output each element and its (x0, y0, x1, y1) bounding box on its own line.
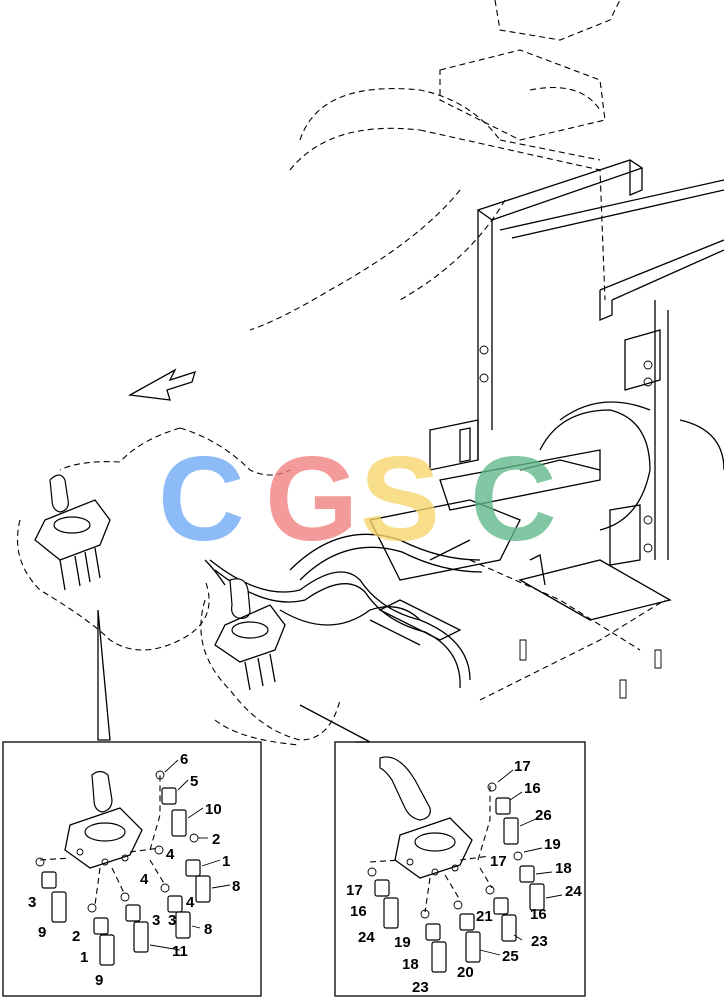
right-callout-leaders (479, 769, 563, 956)
callout-number: 17 (346, 882, 363, 899)
right-detail-drawing (367, 756, 545, 973)
left-joystick (34, 474, 111, 591)
right-callouts: 17 16 26 19 17 18 17 24 16 21 16 24 23 19 25 18 20 23 (346, 758, 582, 996)
callout-number: 8 (232, 878, 240, 895)
left-detail-drawing (35, 770, 211, 966)
callout-number: 10 (205, 801, 222, 818)
callout-number: 24 (358, 929, 375, 946)
callout-number: 18 (402, 956, 419, 973)
callout-number: 9 (38, 924, 46, 941)
callout-number: 18 (555, 860, 572, 877)
right-joystick (204, 559, 286, 691)
callout-number: 16 (350, 903, 367, 920)
callout-number: 3 (152, 912, 160, 929)
callout-number: 2 (212, 831, 220, 848)
right-detail-box (334, 741, 586, 997)
callout-number: 4 (186, 894, 195, 911)
callout-number: 3 (168, 912, 176, 929)
watermark-letter: C (158, 432, 245, 566)
callout-number: 17 (514, 758, 531, 775)
callout-number: 23 (412, 979, 429, 996)
watermark-letter: S (360, 432, 440, 566)
left-detail-box (2, 741, 262, 997)
console-outline (16, 427, 341, 746)
watermark-letter: C (470, 432, 557, 566)
callout-number: 11 (172, 943, 188, 960)
watermark-letter: G (265, 432, 358, 566)
callout-number: 5 (190, 773, 198, 790)
callout-number: 20 (457, 964, 474, 981)
callout-number: 4 (140, 871, 149, 888)
callout-number: 16 (530, 906, 547, 923)
left-callout-leaders (149, 759, 231, 951)
machine-body-outline (127, 0, 724, 701)
callout-number: 3 (28, 894, 36, 911)
callout-number: 21 (476, 908, 493, 925)
right-leader (299, 704, 371, 743)
left-leader (97, 609, 111, 741)
callout-number: 23 (531, 933, 548, 950)
callout-number: 19 (544, 836, 561, 853)
callout-number: 6 (180, 751, 188, 768)
callout-number: 24 (565, 883, 582, 900)
callout-number: 17 (490, 853, 507, 870)
callout-number: 26 (535, 807, 552, 824)
callout-number: 25 (502, 948, 519, 965)
callout-number: 1 (222, 853, 230, 870)
callout-number: 9 (95, 972, 103, 989)
callout-number: 8 (204, 921, 212, 938)
callout-number: 4 (166, 846, 175, 863)
callout-number: 16 (524, 780, 541, 797)
callout-number: 1 (80, 949, 88, 966)
callout-number: 2 (72, 928, 80, 945)
callout-number: 19 (394, 934, 411, 951)
